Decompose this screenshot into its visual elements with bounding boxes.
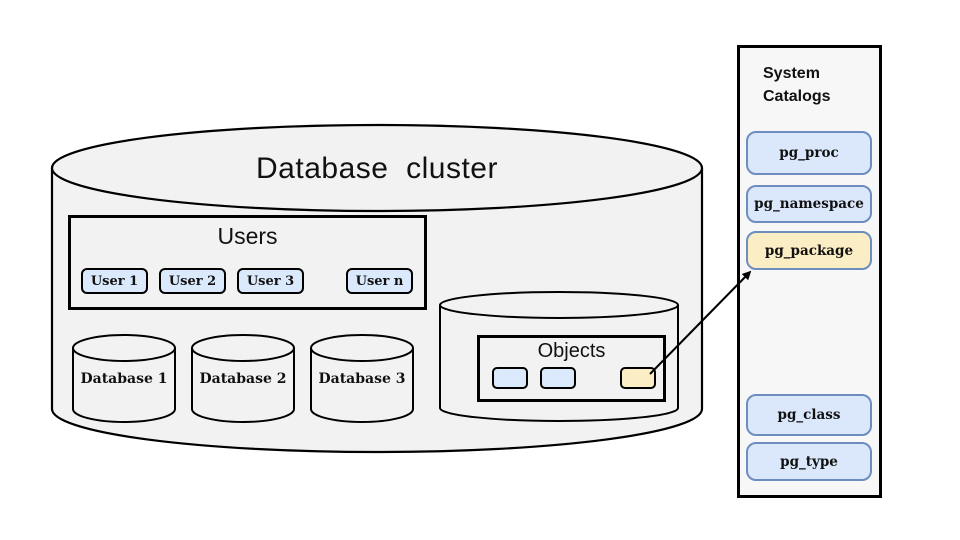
user-1-node: User 1 <box>81 268 148 294</box>
object-chip-blue-1 <box>492 367 528 389</box>
users-row: User 1 User 2 User 3 User n <box>81 268 413 294</box>
catalog-pg-package: pg_package <box>746 231 872 270</box>
object-chip-blue-2 <box>540 367 576 389</box>
catalog-pg-type: pg_type <box>746 442 872 481</box>
user-2-node: User 2 <box>159 268 226 294</box>
catalog-pg-class: pg_class <box>746 394 872 436</box>
database-3-label: Database 3 <box>318 371 406 387</box>
objects-group: Objects <box>477 335 666 402</box>
database-2-label: Database 2 <box>199 371 287 387</box>
object-chip-yellow <box>620 367 656 389</box>
system-catalogs-title: System Catalogs <box>763 65 831 105</box>
users-group: Users User 1 User 2 User 3 User n <box>68 215 427 310</box>
users-title: Users <box>217 223 278 249</box>
objects-title: Objects <box>537 340 606 362</box>
user-n-node: User n <box>346 268 413 294</box>
cluster-title: Database cluster <box>256 152 498 185</box>
system-catalogs-panel: System Catalogs pg_proc pg_namespace pg_… <box>737 45 882 498</box>
user-3-node: User 3 <box>237 268 304 294</box>
catalog-pg-namespace: pg_namespace <box>746 185 872 223</box>
catalog-pg-proc: pg_proc <box>746 131 872 175</box>
database-1-label: Database 1 <box>80 371 168 387</box>
